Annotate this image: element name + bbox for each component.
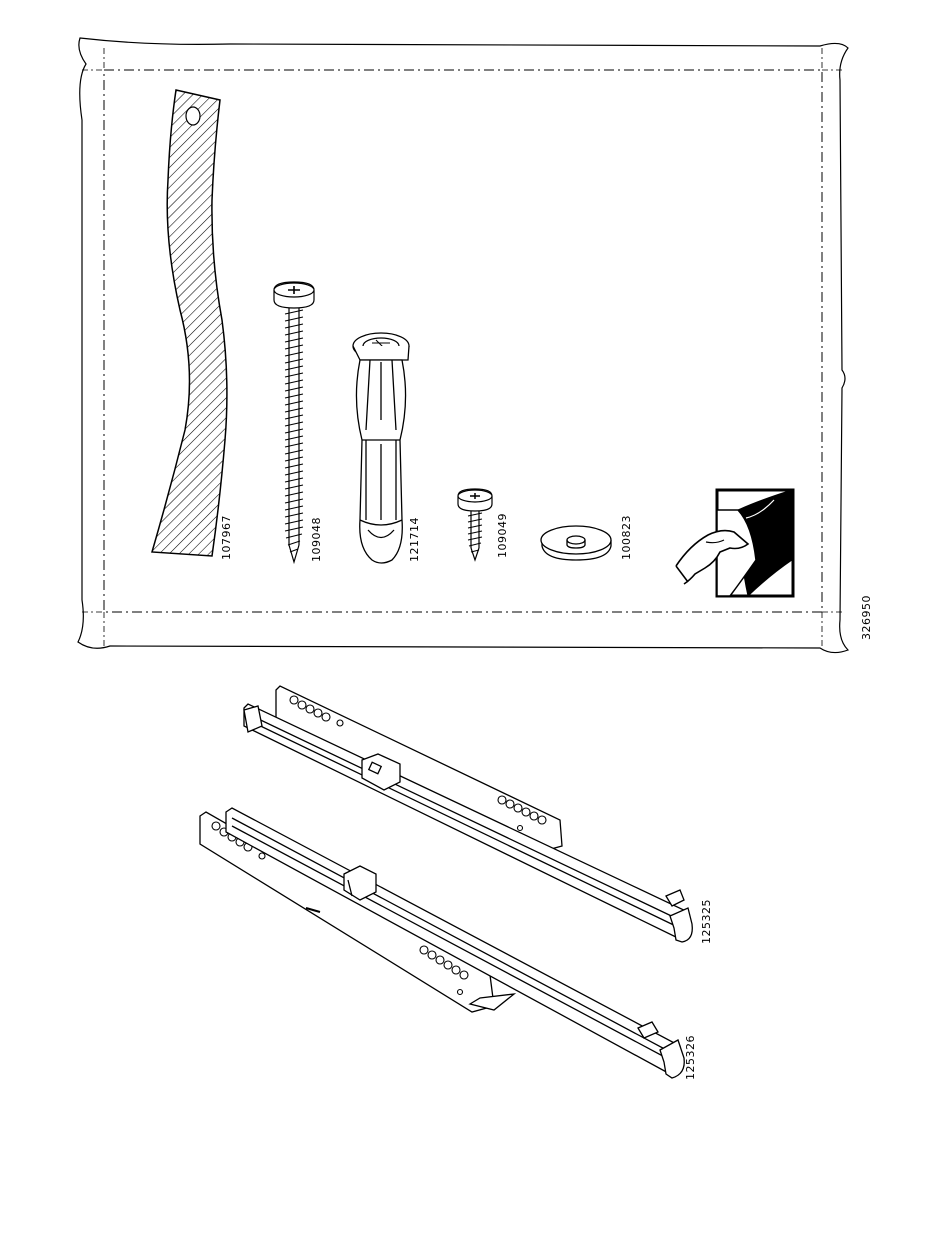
part-number-long-screw: 109048 xyxy=(310,517,323,562)
part-number-short-screw: 109049 xyxy=(496,513,509,558)
part-number-strap: 107967 xyxy=(220,515,233,560)
long-screw-icon xyxy=(274,282,314,562)
drawer-runner-icon xyxy=(200,808,684,1078)
part-number-washer: 100823 xyxy=(620,515,633,560)
washer-icon xyxy=(541,526,611,560)
part-number-lower-rail: 125326 xyxy=(684,1035,697,1080)
short-screw-icon xyxy=(458,489,492,560)
wall-plug-icon xyxy=(353,333,409,563)
peel-adhesive-icon xyxy=(676,490,793,596)
part-number-upper-rail: 125325 xyxy=(700,899,713,944)
strap-icon xyxy=(152,90,227,556)
bag-code: 326950 xyxy=(860,595,873,640)
part-number-wall-plug: 121714 xyxy=(408,517,421,562)
